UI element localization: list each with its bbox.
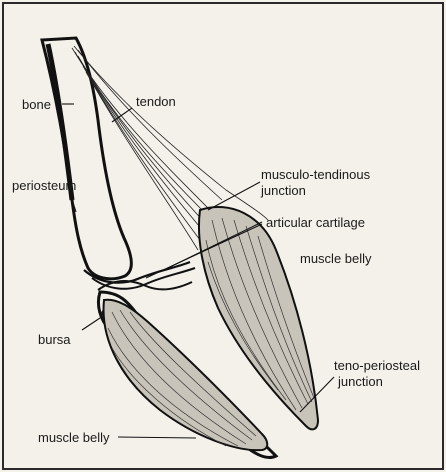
- label-tendon: tendon: [136, 94, 176, 109]
- label-teno-periosteal: teno-periosteal: [334, 358, 420, 373]
- label-musculo-tendinous-junction: junction: [260, 183, 306, 198]
- label-musculo-tendinous: musculo-tendinous: [261, 167, 371, 182]
- label-periosteum: periosteum: [12, 178, 76, 193]
- label-bursa: bursa: [38, 332, 71, 347]
- upper-bone: [42, 38, 131, 279]
- label-muscle-belly-lower: muscle belly: [38, 430, 110, 445]
- label-articular-cartilage: articular cartilage: [266, 215, 365, 230]
- label-bone: bone: [22, 97, 51, 112]
- label-muscle-belly-upper: muscle belly: [300, 251, 372, 266]
- label-teno-periosteal-junction: junction: [337, 374, 383, 389]
